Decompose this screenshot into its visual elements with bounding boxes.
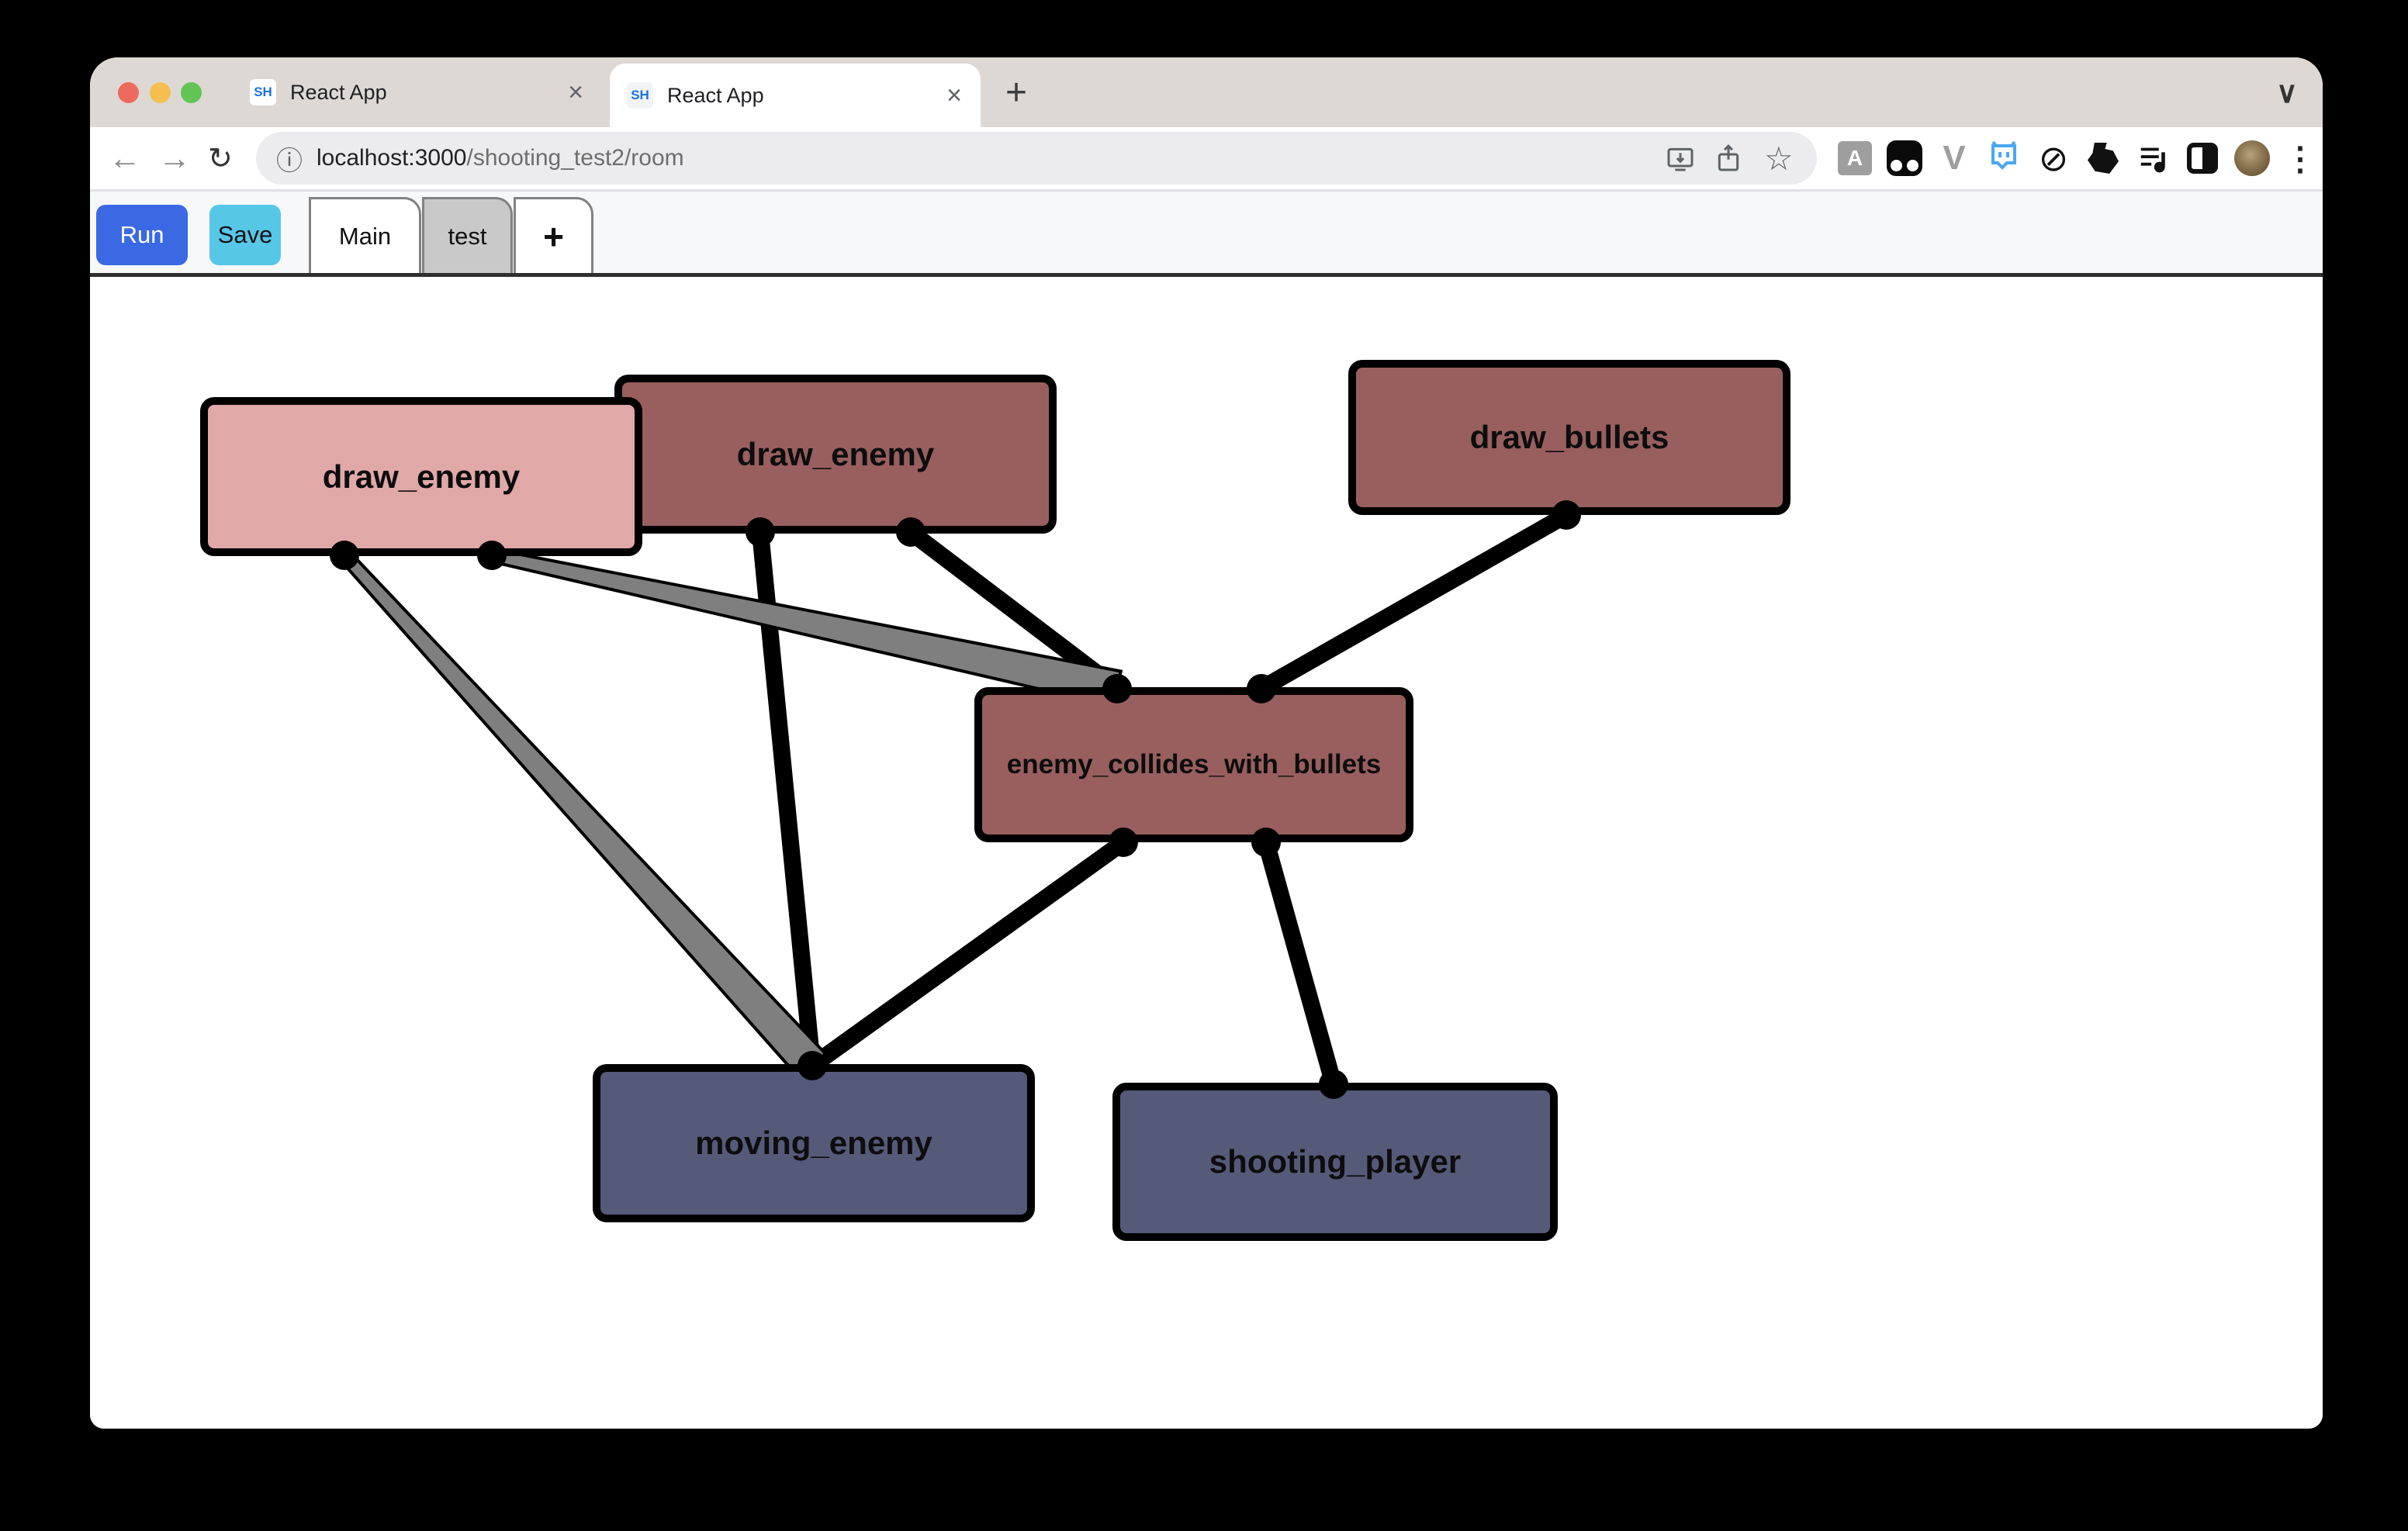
graph-node-label: draw_enemy bbox=[736, 435, 935, 472]
extension-puzzle-icon[interactable] bbox=[2079, 134, 2127, 182]
profile-avatar[interactable] bbox=[2228, 134, 2276, 182]
side-panel-icon[interactable] bbox=[2178, 134, 2226, 182]
graph-node-label: moving_enemy bbox=[695, 1125, 932, 1161]
url-text: localhost:3000/shooting_test2/room bbox=[317, 132, 684, 185]
tab-favicon: SH bbox=[250, 79, 276, 105]
save-button[interactable]: Save bbox=[209, 205, 281, 265]
run-button[interactable]: Run bbox=[96, 205, 188, 265]
graph-node-label: draw_enemy bbox=[322, 458, 521, 495]
add-app-tab-button[interactable]: + bbox=[514, 197, 593, 273]
url-path: /shooting_test2/room bbox=[466, 145, 684, 171]
browser-window: SH React App × SH React App × + ∨ ← → ↻ … bbox=[90, 57, 2323, 1429]
traffic-light-zoom-button[interactable] bbox=[181, 82, 202, 103]
site-info-icon[interactable]: ⓘ bbox=[276, 146, 303, 176]
browser-tab-strip: SH React App × SH React App × + ∨ bbox=[90, 57, 2323, 127]
browser-tab-active[interactable]: SH React App × bbox=[610, 64, 981, 127]
extension-block-icon[interactable]: ⊘ bbox=[2038, 138, 2069, 178]
extension-a-icon[interactable]: A bbox=[1831, 134, 1879, 182]
tab-title: React App bbox=[667, 83, 764, 107]
traffic-light-minimize-button[interactable] bbox=[150, 82, 171, 103]
browser-menu-icon[interactable]: ⋮ bbox=[2284, 140, 2316, 177]
graph-node-enemy_collides_with_bullets[interactable]: enemy_collides_with_bullets bbox=[974, 687, 1413, 842]
tab-favicon: SH bbox=[627, 82, 653, 109]
bookmark-star-icon[interactable]: ☆ bbox=[1764, 140, 1794, 177]
graph-node-label: draw_bullets bbox=[1469, 419, 1669, 455]
reload-icon[interactable]: ↻ bbox=[208, 142, 233, 175]
graph-node-label: enemy_collides_with_bullets bbox=[1006, 749, 1382, 779]
app-toolbar: Run Save Main test + bbox=[90, 192, 2323, 273]
graph-node-draw_enemy_1[interactable]: draw_enemy bbox=[200, 397, 642, 556]
extension-robot-icon[interactable] bbox=[1980, 134, 2028, 182]
graph-node-draw_enemy_2[interactable]: draw_enemy bbox=[614, 375, 1057, 534]
browser-tab-inactive[interactable]: SH React App × bbox=[237, 57, 599, 127]
graph-node-label: shooting_player bbox=[1209, 1143, 1462, 1180]
extension-vue-icon[interactable]: V bbox=[1943, 139, 1966, 177]
tab-close-icon[interactable]: × bbox=[946, 81, 962, 110]
tab-search-chevron-icon[interactable]: ∨ bbox=[2276, 76, 2298, 109]
tab-title: React App bbox=[290, 80, 387, 104]
address-bar[interactable]: ⓘ localhost:3000/shooting_test2/room ☆ bbox=[256, 132, 1817, 185]
traffic-light-close-button[interactable] bbox=[118, 82, 139, 103]
browser-address-row: ← → ↻ ⓘ localhost:3000/shooting_test2/ro… bbox=[90, 127, 2323, 192]
install-app-icon[interactable] bbox=[1665, 132, 1696, 185]
new-tab-button[interactable]: + bbox=[1005, 71, 1028, 113]
graph-node-draw_bullets[interactable]: draw_bullets bbox=[1348, 360, 1790, 515]
app-tab-test[interactable]: test bbox=[422, 197, 513, 273]
back-icon[interactable]: ← bbox=[109, 140, 141, 176]
toolbar-divider bbox=[90, 273, 2323, 277]
extension-playlist-icon[interactable] bbox=[2130, 134, 2178, 182]
graph-node-moving_enemy[interactable]: moving_enemy bbox=[593, 1064, 1035, 1222]
share-icon[interactable] bbox=[1713, 132, 1744, 185]
graph-node-shooting_player[interactable]: shooting_player bbox=[1112, 1083, 1558, 1241]
app-tab-main[interactable]: Main bbox=[309, 197, 421, 273]
forward-icon[interactable]: → bbox=[158, 140, 191, 176]
tab-close-icon[interactable]: × bbox=[568, 78, 583, 107]
url-host: localhost:3000 bbox=[317, 145, 467, 171]
extension-glasses-icon[interactable] bbox=[1880, 134, 1929, 182]
